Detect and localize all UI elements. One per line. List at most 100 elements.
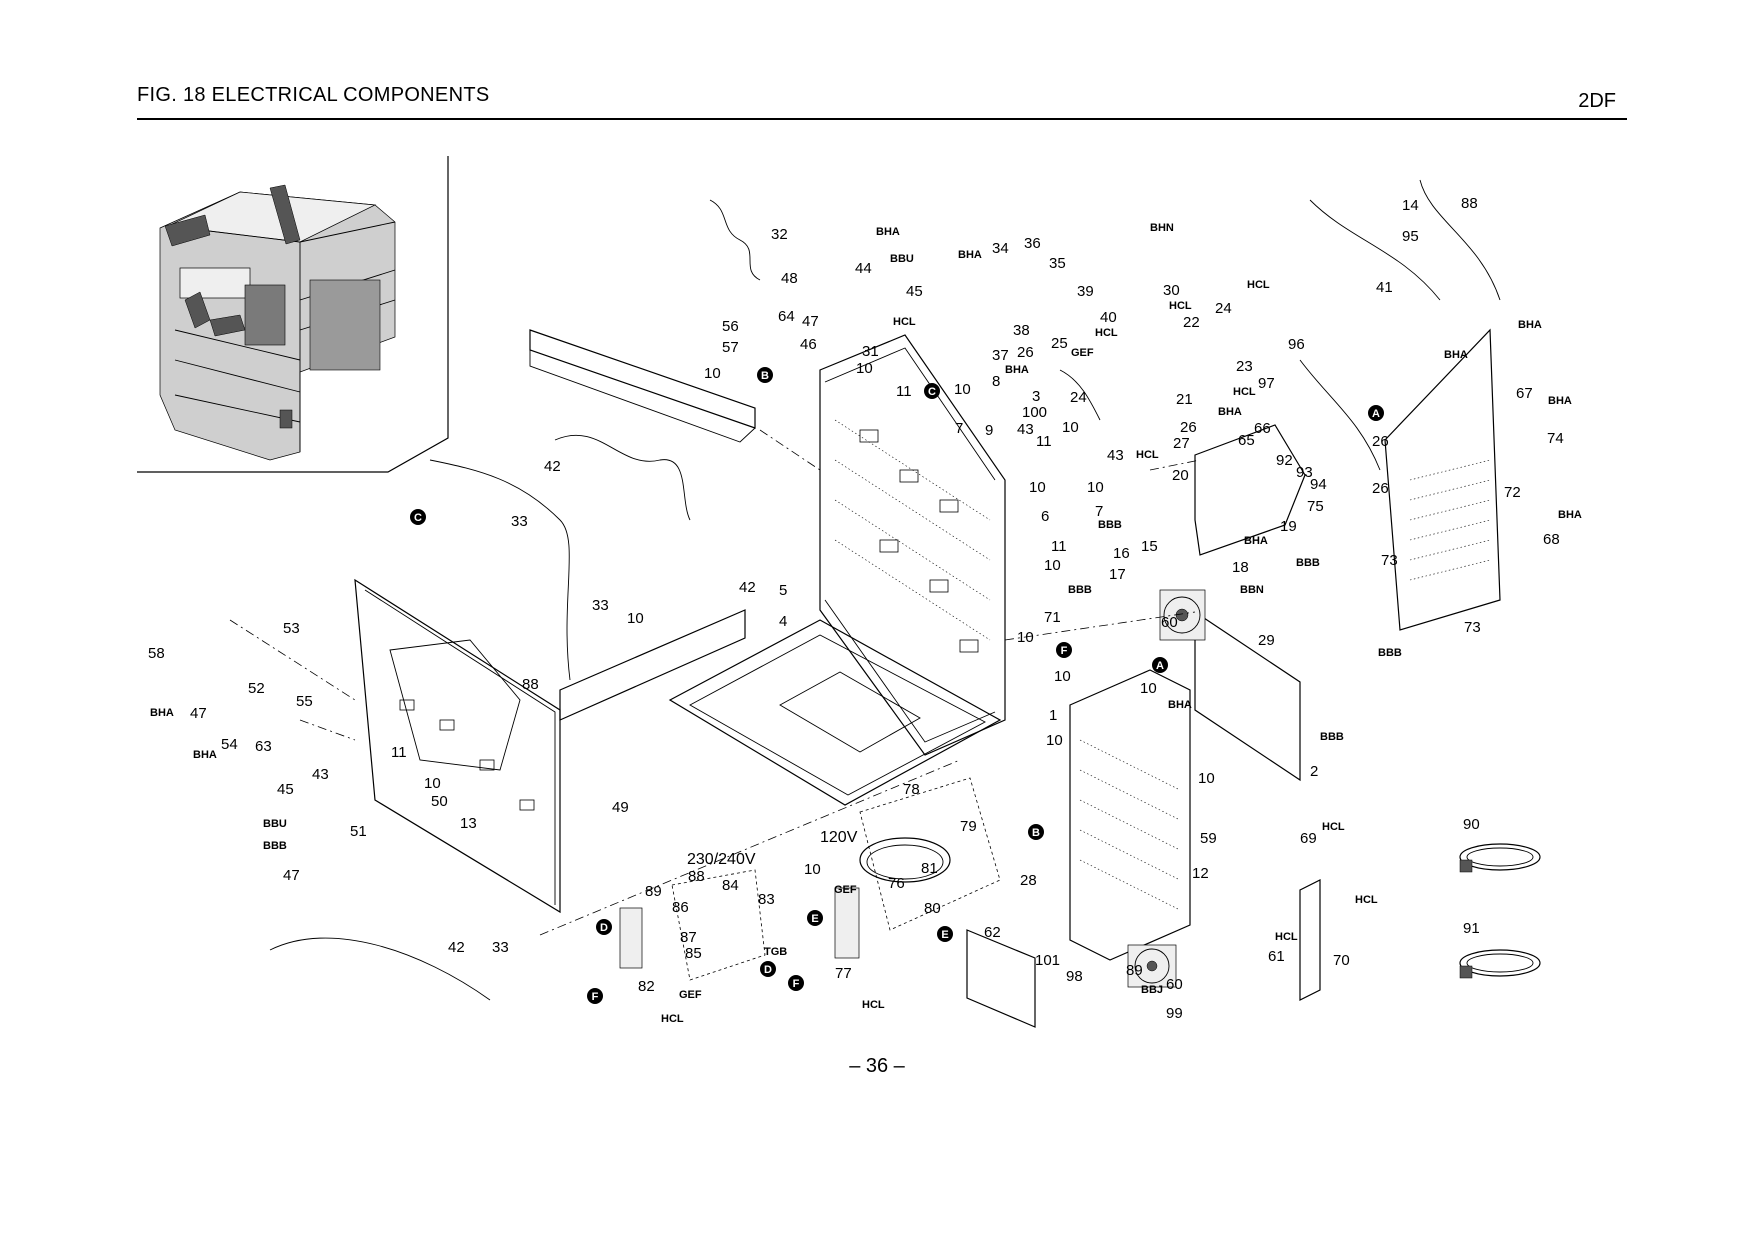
front-left-frame (354, 578, 561, 914)
inlet-assembly (619, 869, 860, 981)
callout-l87: 87 (680, 929, 697, 946)
side-plate (1299, 879, 1321, 1001)
ref-marker-rC2: C (410, 509, 426, 525)
callout-l15: 15 (1141, 538, 1158, 555)
fan-lower (1127, 944, 1177, 988)
code-c17: BHA (1558, 509, 1582, 521)
callout-l88a: 88 (1461, 195, 1478, 212)
code-c26: HCL (1322, 821, 1345, 833)
callout-l101: 101 (1035, 952, 1060, 969)
ref-marker-disc (760, 961, 776, 977)
ref-marker-rA2: A (1152, 657, 1168, 673)
ref-marker-disc (1368, 405, 1384, 421)
code-c37: GEF (679, 989, 702, 1001)
callout-l49: 49 (612, 799, 629, 816)
callout-l63: 63 (255, 738, 272, 755)
callout-l67: 67 (1516, 385, 1533, 402)
callout-l96: 96 (1288, 336, 1305, 353)
callout-l24b: 24 (1215, 300, 1232, 317)
callout-l42b: 42 (739, 579, 756, 596)
ref-marker-disc (410, 509, 426, 525)
ref-marker-disc (1056, 642, 1072, 658)
callout-l21: 21 (1176, 391, 1193, 408)
callout-l11c: 11 (1051, 538, 1067, 555)
code-c25: BBB (1320, 731, 1344, 743)
callout-l71: 71 (1044, 609, 1061, 626)
ref-marker-letter: B (1032, 827, 1040, 839)
callout-l10a: 10 (704, 365, 721, 382)
callout-l47c: 47 (283, 867, 300, 884)
ref-marker-letter: E (941, 929, 948, 941)
ref-marker-letter: F (1061, 645, 1068, 657)
callout-l10g: 10 (1044, 557, 1061, 574)
callout-l10i: 10 (1054, 668, 1071, 685)
callout-l10f: 10 (1087, 479, 1104, 496)
callout-l39: 39 (1077, 283, 1094, 300)
ref-marker-rB2: B (1028, 824, 1044, 840)
callout-l10k: 10 (1140, 680, 1157, 697)
ref-marker-letter: D (764, 964, 772, 976)
callout-l53: 53 (283, 620, 300, 637)
callout-l40: 40 (1100, 309, 1117, 326)
callout-l62: 62 (984, 924, 1001, 941)
callout-l36: 36 (1024, 235, 1041, 252)
base-frame (668, 619, 1002, 806)
callout-l42c: 42 (448, 939, 465, 956)
figure-title: FIG. 18 ELECTRICAL COMPONENTS (137, 84, 490, 106)
callout-l10m: 10 (1198, 770, 1215, 787)
callout-l100: 100 (1022, 404, 1047, 421)
callout-l44: 44 (855, 260, 872, 277)
ref-marker-rB1: B (757, 367, 773, 383)
callout-l92: 92 (1276, 452, 1293, 469)
callout-l43a: 43 (1017, 421, 1034, 438)
callout-l47a: 47 (802, 313, 819, 330)
code-c7: HCL (1169, 300, 1192, 312)
callout-l99: 99 (1166, 1005, 1183, 1022)
code-c35: HCL (862, 999, 885, 1011)
ref-marker-letter: C (928, 386, 936, 398)
callout-l79: 79 (960, 818, 977, 835)
code-c4: HCL (893, 316, 916, 328)
callout-l64: 64 (778, 308, 795, 325)
callout-l83: 83 (758, 891, 775, 908)
callout-l57: 57 (722, 339, 739, 356)
callout-l33c: 33 (492, 939, 509, 956)
callout-l68: 68 (1543, 531, 1560, 548)
callout-l90: 90 (1463, 816, 1480, 833)
ref-marker-disc (807, 910, 823, 926)
callout-l91: 91 (1463, 920, 1480, 937)
ref-marker-rD1: D (596, 919, 612, 935)
callout-l61: 61 (1268, 948, 1285, 965)
ref-marker-rF1: F (1056, 642, 1072, 658)
callout-l24a: 24 (1070, 389, 1087, 406)
callout-l8: 8 (992, 373, 1000, 390)
callout-l84: 84 (722, 877, 739, 894)
code-c5: BHN (1150, 222, 1174, 234)
callout-l10j: 10 (627, 610, 644, 627)
code-c28: HCL (1275, 931, 1298, 943)
callout-l88b: 88 (522, 676, 539, 693)
volt-v1: 230/240V (687, 851, 756, 868)
callout-l48: 48 (781, 270, 798, 287)
callout-l95: 95 (1402, 228, 1419, 245)
callout-l43b: 43 (1107, 447, 1124, 464)
code-c30: BHA (150, 707, 174, 719)
ref-marker-rD2: D (760, 961, 776, 977)
ref-marker-letter: C (414, 512, 422, 524)
callout-l10e: 10 (1029, 479, 1046, 496)
code-c32: BBU (263, 818, 287, 830)
code-c6: HCL (1247, 279, 1270, 291)
ref-marker-letter: E (811, 913, 818, 925)
ref-marker-letter: A (1156, 660, 1164, 672)
callout-l89a: 89 (1126, 962, 1143, 979)
callout-l81: 81 (921, 860, 938, 877)
ref-marker-letter: A (1372, 408, 1380, 420)
code-c23: BBN (1240, 584, 1264, 596)
callout-l29: 29 (1258, 632, 1275, 649)
callout-l10c: 10 (954, 381, 971, 398)
callout-l54: 54 (221, 736, 238, 753)
callout-l38: 38 (1013, 322, 1030, 339)
page-number: – 36 – (849, 1055, 905, 1077)
